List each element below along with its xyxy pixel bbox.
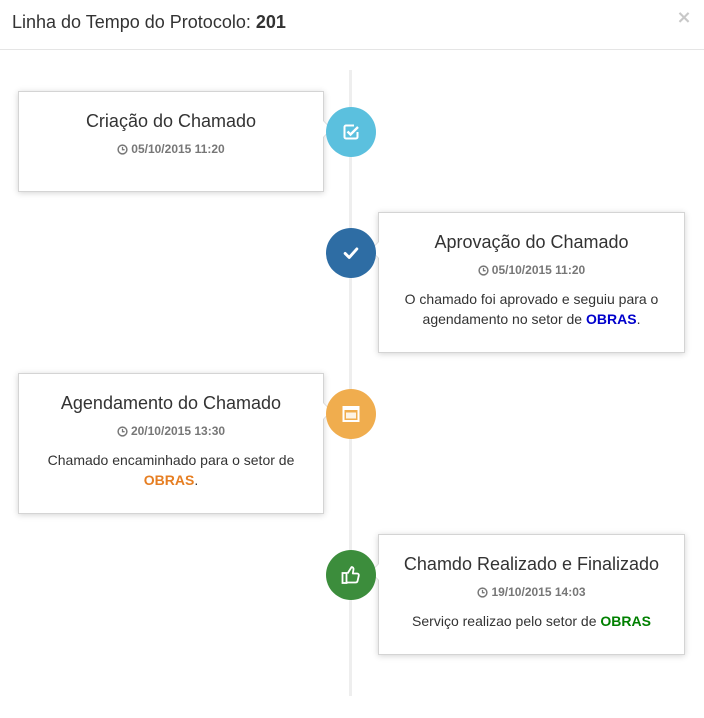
clock-icon xyxy=(478,264,489,276)
timeline-panel-agendamento: Agendamento do Chamado 20/10/2015 13:30 … xyxy=(18,373,332,514)
check-icon xyxy=(343,247,359,259)
timeline-panel-time-text: 20/10/2015 13:30 xyxy=(130,424,226,438)
clock-icon xyxy=(117,143,128,155)
timeline-panel-aprovacao: Aprovação do Chamado 05/10/2015 11:20 O … xyxy=(370,212,685,353)
protocol-number: 201 xyxy=(255,12,286,32)
sector-highlight: OBRAS xyxy=(586,311,637,327)
calendar-icon xyxy=(342,406,360,422)
timeline-panel-time: 05/10/2015 11:20 xyxy=(33,142,309,156)
sector-highlight: OBRAS xyxy=(143,472,195,488)
timeline-panel-time: 05/10/2015 11:20 xyxy=(393,263,670,277)
timeline-panel-body: O chamado foi aprovado e seguiu para o a… xyxy=(393,289,670,329)
timeline-panel-realizado: Chamdo Realizado e Finalizado 19/10/2015… xyxy=(370,534,685,655)
timeline-panel-body: Chamado encaminhado para o setor de OBRA… xyxy=(33,450,309,490)
timeline-panel-title: Criação do Chamado xyxy=(85,111,257,131)
timeline-panel-body-suffix: . xyxy=(194,472,199,488)
modal-header: Linha do Tempo do Protocolo: 201 × xyxy=(0,0,704,50)
timeline-line xyxy=(349,70,352,696)
timeline-panel-body: Serviço realizao pelo setor de OBRAS xyxy=(393,611,670,631)
clock-icon xyxy=(117,425,128,437)
timeline-badge-realizado xyxy=(326,550,376,600)
timeline-panel-body-text: O chamado foi aprovado e seguiu para o a… xyxy=(404,291,659,327)
timeline-panel-time-text: 05/10/2015 11:20 xyxy=(491,263,586,277)
check-square-icon xyxy=(343,124,359,140)
timeline-panel-time: 20/10/2015 13:30 xyxy=(33,424,309,438)
modal-title-label: Linha do Tempo do Protocolo: xyxy=(12,12,256,32)
timeline-badge-aprovacao xyxy=(326,228,376,278)
timeline-badge-agendamento xyxy=(326,389,376,439)
timeline-panel-body-text: Serviço realizao pelo setor de xyxy=(412,613,601,629)
timeline-panel-title: Aprovação do Chamado xyxy=(434,232,629,252)
timeline-panel-body-suffix: . xyxy=(636,311,641,327)
sector-highlight: OBRAS xyxy=(600,613,651,629)
timeline-panel-body-text: Chamado encaminhado para o setor de xyxy=(47,452,295,468)
clock-icon xyxy=(477,586,489,598)
timeline-panel-time-text: 05/10/2015 11:20 xyxy=(131,142,225,156)
timeline-badge-criacao xyxy=(326,107,376,157)
timeline-panel-criacao: Criação do Chamado 05/10/2015 11:20 xyxy=(18,91,332,192)
modal-title: Linha do Tempo do Protocolo: 201 xyxy=(12,11,286,33)
timeline-panel-title: Chamdo Realizado e Finalizado xyxy=(403,554,660,574)
thumbs-up-icon xyxy=(341,566,360,584)
timeline-panel-title: Agendamento do Chamado xyxy=(60,393,282,413)
close-button[interactable]: × xyxy=(674,8,694,28)
timeline-panel-time-text: 19/10/2015 14:03 xyxy=(491,585,586,599)
timeline-panel-time: 19/10/2015 14:03 xyxy=(393,585,670,599)
